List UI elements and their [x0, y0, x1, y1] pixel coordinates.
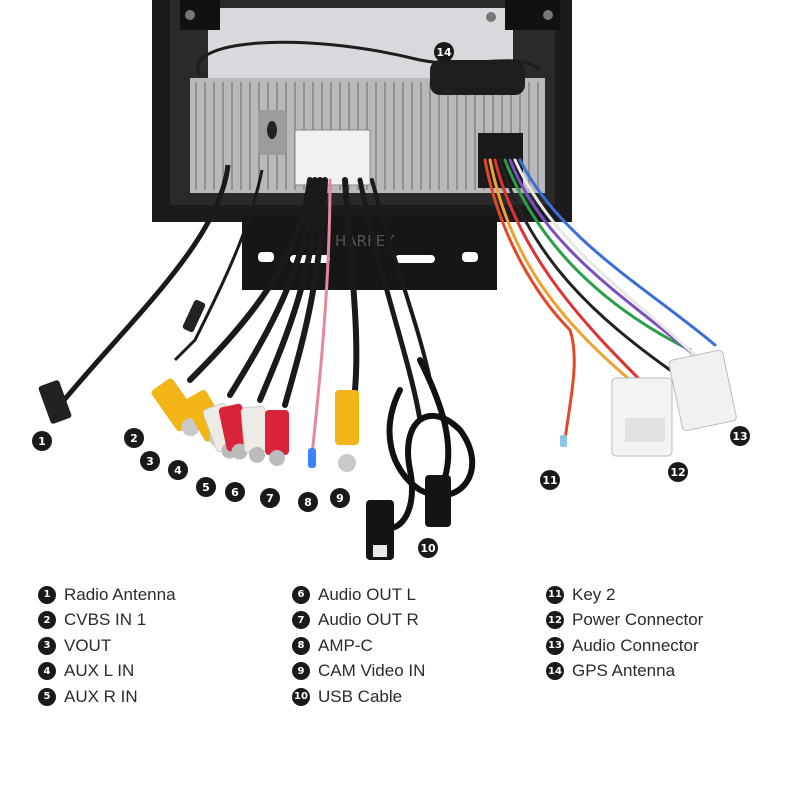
legend-number: 5	[38, 687, 56, 706]
legend-label: Radio Antenna	[64, 584, 176, 604]
legend-label: Audio Connector	[572, 635, 699, 655]
legend-label: AUX L IN	[64, 661, 135, 681]
key-2-wire-tip	[560, 435, 567, 447]
photo-marker-14: 14	[434, 42, 454, 62]
photo-marker-number: 7	[266, 492, 274, 505]
legend-number: 13	[546, 636, 564, 655]
photo-marker-number: 1	[38, 435, 46, 448]
legend-item-radio-antenna: 1 Radio Antenna	[38, 582, 176, 608]
legend-label: USB Cable	[318, 686, 403, 706]
legend-item-aux-r-in: 5 AUX R IN	[38, 684, 176, 710]
legend-item-amp-c: 8 AMP-C	[292, 633, 425, 659]
photo-marker-13: 13	[730, 426, 750, 446]
legend-label: AMP-C	[318, 635, 373, 655]
legend-item-audio-out-l: 6 Audio OUT L	[292, 582, 425, 608]
photo-marker-10: 10	[418, 538, 438, 558]
photo-marker-number: 2	[130, 432, 138, 445]
photo-marker-3: 3	[140, 451, 160, 471]
legend-item-gps-antenna: 14 GPS Antenna	[546, 659, 703, 685]
legend: 1 Radio Antenna 2 CVBS IN 1 3 VOUT 4 AUX…	[38, 582, 778, 712]
photo-marker-4: 4	[168, 460, 188, 480]
legend-number: 3	[38, 636, 56, 655]
photo-marker-7: 7	[260, 488, 280, 508]
legend-number: 6	[292, 585, 310, 604]
legend-item-cvbs-in-1: 2 CVBS IN 1	[38, 608, 176, 634]
photo-marker-12: 12	[668, 462, 688, 482]
rca-wire-bundle	[187, 177, 432, 457]
heatsink-panel	[190, 78, 545, 193]
photo-marker-1: 1	[32, 431, 52, 451]
photo-marker-number: 4	[174, 464, 182, 477]
photo-marker-number: 14	[436, 46, 452, 59]
photo-marker-9: 9	[330, 488, 350, 508]
legend-label: Audio OUT L	[318, 584, 416, 604]
legend-item-usb-cable: 10 USB Cable	[292, 684, 425, 710]
photo-marker-number: 10	[420, 542, 436, 555]
legend-column-3: 11 Key 2 12 Power Connector 13 Audio Con…	[546, 582, 703, 684]
legend-label: Power Connector	[572, 610, 704, 630]
legend-label: GPS Antenna	[572, 661, 676, 681]
legend-label: CAM Video IN	[318, 661, 426, 681]
legend-item-key-2: 11 Key 2	[546, 582, 703, 608]
legend-label: CVBS IN 1	[64, 610, 147, 630]
wiring-harness-photo: HARFEY	[32, 0, 750, 560]
legend-label: AUX R IN	[64, 686, 138, 706]
photo-marker-number: 11	[542, 474, 557, 487]
legend-item-power-connector: 12 Power Connector	[546, 608, 703, 634]
legend-item-aux-l-in: 4 AUX L IN	[38, 659, 176, 685]
legend-number: 8	[292, 636, 310, 655]
photo-marker-number: 5	[202, 481, 210, 494]
legend-number: 7	[292, 611, 310, 630]
usb-cable	[366, 357, 476, 560]
photo-marker-11: 11	[540, 470, 560, 490]
photo-marker-8: 8	[298, 492, 318, 512]
power-harness-wires	[483, 158, 717, 442]
photo-marker-number: 12	[670, 466, 685, 479]
legend-label: VOUT	[64, 635, 112, 655]
legend-column-1: 1 Radio Antenna 2 CVBS IN 1 3 VOUT 4 AUX…	[38, 582, 176, 710]
power-connector-plug	[611, 377, 673, 457]
legend-number: 10	[292, 687, 310, 706]
gps-antenna	[196, 40, 542, 95]
audio-connector-plug	[668, 349, 737, 432]
photo-marker-number: 6	[231, 486, 239, 499]
legend-number: 14	[546, 662, 564, 681]
legend-label: Audio OUT R	[318, 610, 419, 630]
legend-number: 1	[38, 585, 56, 604]
legend-number: 11	[546, 585, 564, 604]
photo-marker-number: 13	[732, 430, 747, 443]
legend-number: 9	[292, 662, 310, 681]
legend-item-audio-connector: 13 Audio Connector	[546, 633, 703, 659]
legend-label: Key 2	[572, 584, 616, 604]
photo-marker-number: 9	[336, 492, 344, 505]
legend-number: 4	[38, 662, 56, 681]
legend-number: 12	[546, 611, 564, 630]
legend-item-vout: 3 VOUT	[38, 633, 176, 659]
legend-item-audio-out-r: 7 Audio OUT R	[292, 608, 425, 634]
radio-antenna-cable	[38, 164, 264, 424]
legend-number: 2	[38, 611, 56, 630]
photo-marker-number: 3	[146, 455, 154, 468]
legend-column-2: 6 Audio OUT L 7 Audio OUT R 8 AMP-C 9 CA…	[292, 582, 425, 710]
photo-marker-5: 5	[196, 477, 216, 497]
legend-item-cam-video-in: 9 CAM Video IN	[292, 659, 425, 685]
photo-marker-2: 2	[124, 428, 144, 448]
photo-marker-6: 6	[225, 482, 245, 502]
photo-marker-number: 8	[304, 496, 312, 509]
rca-connectors	[151, 378, 359, 472]
